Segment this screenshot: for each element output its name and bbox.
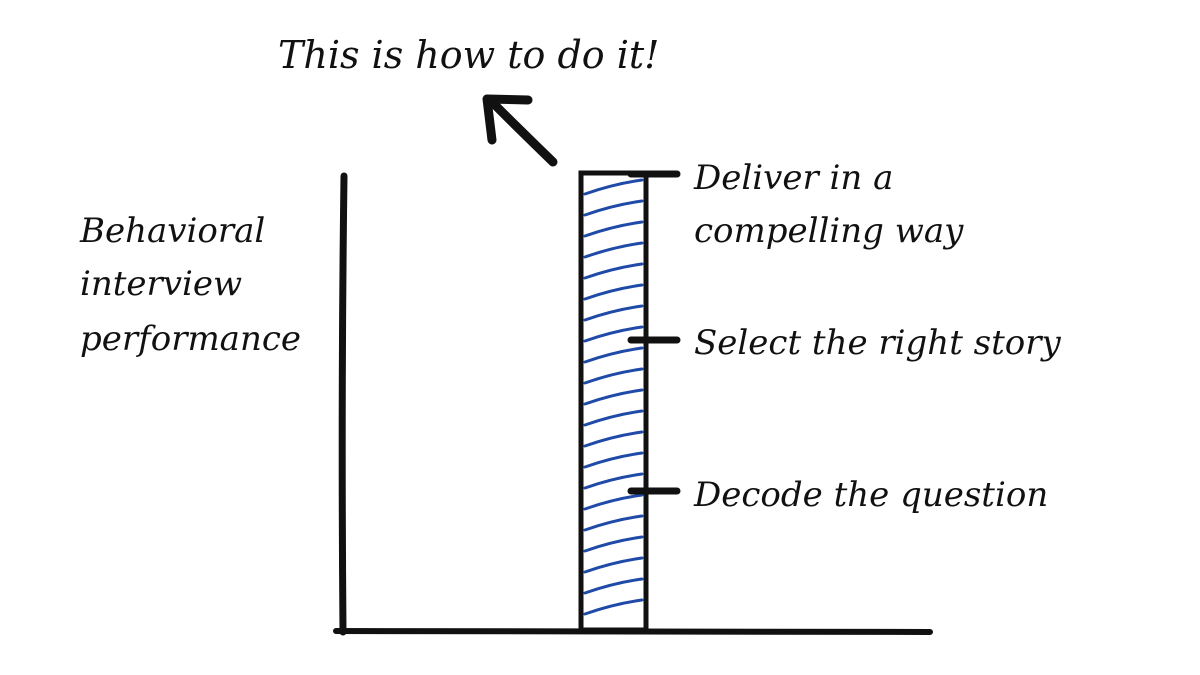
- hatch-stroke: [583, 430, 644, 448]
- hatch-stroke: [583, 367, 644, 385]
- y-axis-label-line-1: Behavioral: [79, 211, 265, 251]
- y-axis-label: Behavioral interview performance: [79, 211, 301, 359]
- hatch-stroke: [583, 598, 644, 616]
- hatch-stroke: [583, 556, 644, 574]
- hatch-stroke: [583, 220, 644, 238]
- stage-label-deliver-line-2: compelling way: [694, 211, 964, 251]
- hatch-stroke: [583, 262, 644, 280]
- performance-bar: [578, 170, 649, 633]
- y-axis-label-line-2: interview: [80, 264, 242, 304]
- hatch-stroke: [583, 514, 644, 532]
- hatch-stroke: [583, 577, 644, 595]
- hatch-stroke: [583, 346, 644, 364]
- hatch-stroke: [583, 325, 644, 343]
- arrow-up-left-icon: [482, 94, 558, 167]
- bar-hatching: [583, 178, 644, 616]
- stage-label-deliver-line-1: Deliver in a: [693, 158, 893, 198]
- hatch-stroke: [583, 409, 644, 427]
- stage-label-select: Select the right story: [694, 323, 1062, 363]
- hatch-stroke: [583, 178, 644, 196]
- hatch-stroke: [583, 493, 644, 511]
- hatch-stroke: [583, 283, 644, 301]
- y-axis-label-line-3: performance: [80, 319, 301, 359]
- headline: This is how to do it!: [278, 33, 659, 77]
- hatch-stroke: [583, 199, 644, 217]
- y-axis-line: [338, 172, 348, 636]
- hatch-stroke: [583, 241, 644, 259]
- hatch-stroke: [583, 388, 644, 406]
- hatch-stroke: [583, 535, 644, 553]
- hatch-stroke: [583, 451, 644, 469]
- stage-label-decode: Decode the question: [693, 475, 1048, 515]
- hatch-stroke: [583, 472, 644, 490]
- hatch-stroke: [583, 304, 644, 322]
